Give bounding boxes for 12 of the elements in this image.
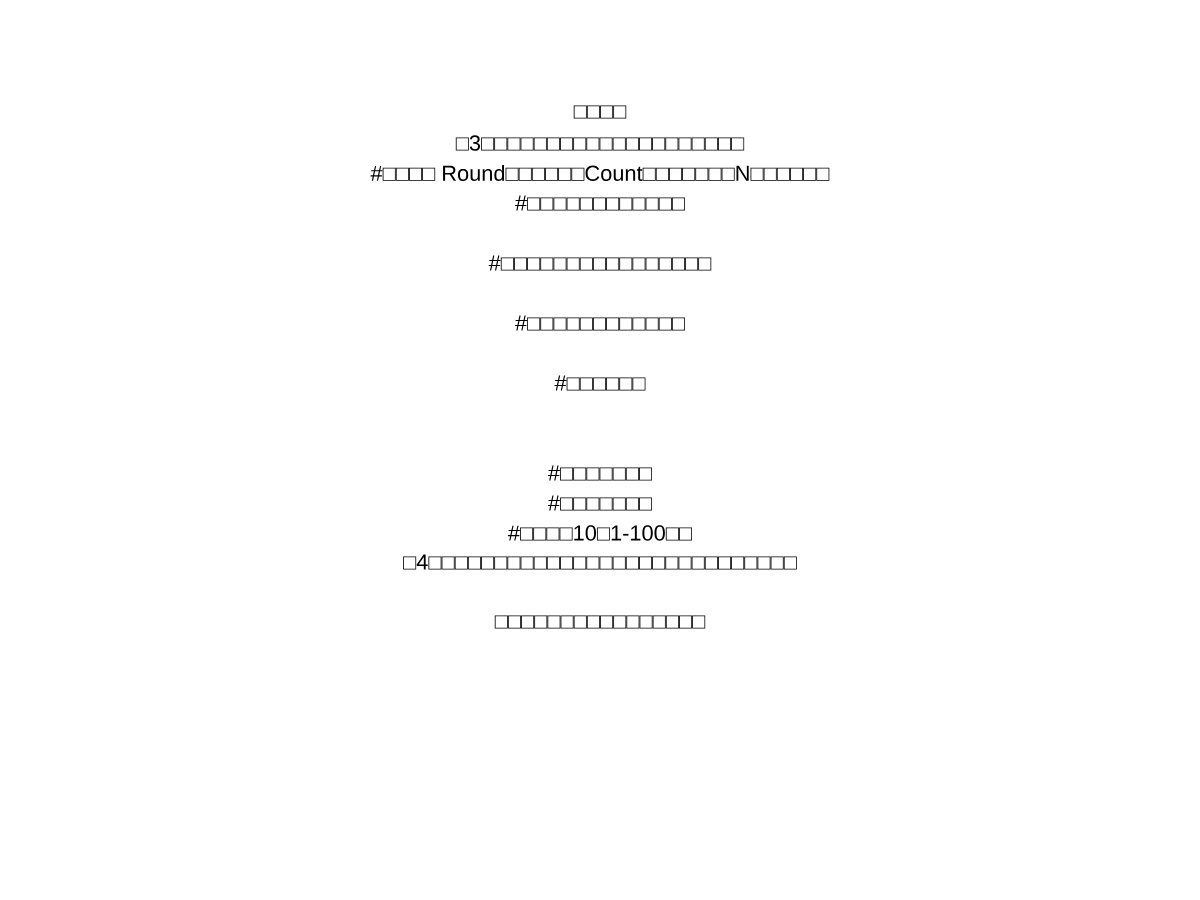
text-line: #□□□□□□□□□□□□□□□□ [488, 255, 712, 271]
text-line: #□□□□□□□ [548, 495, 652, 511]
text-line: □3□□□□□□□□□□□□□□□□□□□□ [455, 135, 745, 151]
text-line: #□□□□□□□□□□□□ [515, 195, 685, 211]
text-line: □□□□□□□□□□□□□□□□ [494, 615, 706, 629]
text-line: #□□□□□□ [554, 375, 646, 391]
text-line: □4□□□□□□□□□□□□□□□□□□□□□□□□□□□□ [403, 554, 797, 570]
text-line: #□□□□□□□ [548, 465, 652, 481]
text-line: #□□□□ Round□□□□□□Count□□□□□□□N□□□□□□ [370, 165, 830, 181]
text-line: #□□□□□□□□□□□□ [515, 315, 685, 331]
text-line: #□□□□10□1-100□□ [508, 525, 692, 541]
text-line: □□□□ [573, 105, 627, 119]
